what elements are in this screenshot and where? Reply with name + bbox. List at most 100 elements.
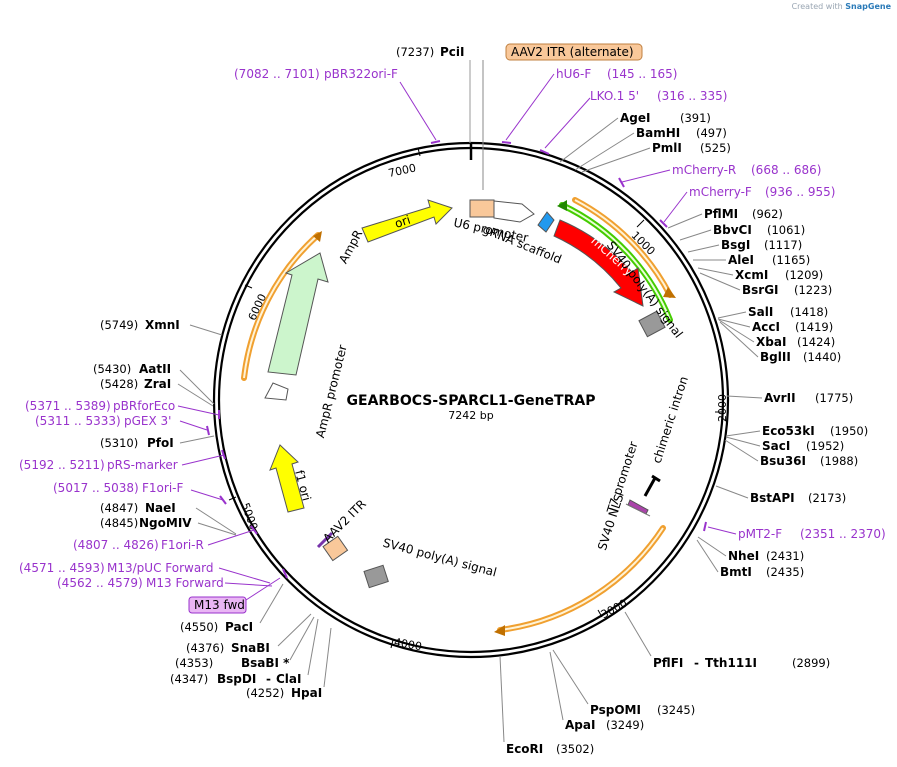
primer-mark [219, 495, 227, 505]
pos-pcii: (7237) [396, 45, 434, 59]
enzyme-avrii: AvrII [764, 391, 796, 405]
green-arc-core [561, 204, 671, 321]
enzyme-bmti: BmtI [720, 565, 752, 579]
snapgene-brand: SnapGene [845, 2, 891, 11]
primer-range: (145 .. 165) [607, 67, 677, 81]
enzyme-hpai: HpaI [291, 686, 322, 700]
primer-mark [221, 449, 226, 460]
primer-leaders-m13 [218, 567, 273, 587]
f1-ori-feature [269, 444, 305, 513]
primer-range: (5017 .. 5038) [53, 481, 139, 495]
pos-bmti: (2435) [766, 565, 804, 579]
enzymes-left: (5749) XmnI (5430) AatII (5428) ZraI (53… [19, 318, 288, 590]
enzyme-bsrgi: BsrGI [742, 283, 779, 297]
enzyme-pmli: PmlI [652, 141, 682, 155]
enzyme-bstapi: BstAPI [750, 491, 795, 505]
enzyme-dash: - [694, 656, 699, 670]
enzyme-snabi: SnaBI [231, 641, 270, 655]
sv40-polya-feature-1 [638, 310, 666, 338]
pos-pspomi: (3245) [657, 703, 695, 717]
hpai-leader [323, 627, 332, 688]
primer-leader [181, 454, 225, 466]
primer-range: (2351 .. 2370) [800, 527, 886, 541]
pos-bstapi: (2173) [808, 491, 846, 505]
aatii-leaders [177, 369, 215, 407]
pos-agei: (391) [680, 111, 711, 125]
pos-bspdi: (4347) [170, 672, 208, 686]
avrii-leader [726, 395, 763, 399]
credit-prefix: Created with [791, 2, 843, 11]
pos-pmli: (525) [700, 141, 731, 155]
enzyme-bbvci: BbvCI [713, 223, 752, 237]
pos-bsrgi: (1223) [794, 283, 832, 297]
primer-name: pGEX 3' [124, 414, 171, 428]
primer-leader [621, 169, 671, 183]
enzyme-bglii: BglII [760, 350, 791, 364]
primer-name: pRS-marker [107, 458, 178, 472]
primer-mark [659, 219, 668, 228]
pfoi-leader [179, 435, 215, 444]
orange-arc-bottom-head [494, 625, 505, 636]
pos-bsu36i: (1988) [820, 454, 858, 468]
pos-eco53ki: (1950) [830, 424, 868, 438]
m13-fwd-label: M13 fwd [194, 598, 245, 612]
enzymes-right: AgeI (391) BamHI (497) PmlI (525) PflMI … [559, 111, 886, 670]
green-arc-head [557, 200, 567, 211]
tick-mark [636, 219, 645, 228]
bstapi-leader [715, 485, 749, 499]
primer-leader [544, 97, 591, 149]
pos-zrai: (5428) [100, 377, 138, 391]
ori-label: ori [393, 213, 412, 231]
orange-arc-left-core [243, 234, 319, 379]
enzyme-pflmi: PflMI [704, 207, 738, 221]
pos-bsabi: (4353) [175, 656, 213, 670]
primer-name: pBRforEco [113, 399, 175, 413]
pos-avrii: (1775) [815, 391, 853, 405]
pos-nhei: (2431) [766, 549, 804, 563]
primer-name: mCherry-F [689, 185, 752, 199]
primer-leader [190, 489, 224, 501]
tick-mark [417, 147, 421, 157]
enzyme-ngomiv: NgoMIV [139, 516, 192, 530]
ampr-promoter-feature [264, 382, 289, 401]
orange-arc-mcherry-core [574, 199, 671, 296]
primer-name: hU6-F [556, 67, 591, 81]
enzyme-leaders-bottom-right [549, 649, 589, 721]
plasmid-length: 7242 bp [448, 409, 493, 422]
enzyme-eco53ki: Eco53kI [762, 424, 815, 438]
enzyme-bsabi: BsaBI * [241, 656, 290, 670]
enzyme-leaders-upper-right [667, 213, 741, 291]
primer-name: pMT2-F [738, 527, 782, 541]
pos-pfoi: (5310) [100, 436, 138, 450]
snapgene-credit: Created with SnapGene [792, 2, 891, 11]
enzyme-dash-2: - [266, 672, 271, 686]
mcherry-feature [553, 219, 644, 307]
primer-mark [250, 525, 258, 535]
primer-mark [430, 140, 441, 144]
primer-leader [207, 529, 255, 546]
aav2-itr-feature [322, 535, 349, 562]
m13-fwd-box [188, 596, 247, 614]
primer-name: pBR322ori-F [324, 67, 398, 81]
pos-hpai: (4252) [246, 686, 284, 700]
sv40-nls-label: SV40 NLS [595, 492, 626, 552]
primer-range: (316 .. 335) [657, 89, 727, 103]
primer-mark [282, 568, 288, 579]
pos-xbai: (1424) [797, 335, 835, 349]
ampr-feature [267, 252, 329, 376]
enzyme-tth111i: Tth111I [705, 656, 757, 670]
orange-arc-bottom-core [499, 527, 664, 631]
primer-name: LKO.1 5' [590, 89, 639, 103]
tick-mark [228, 496, 237, 501]
pos-naei: (4847) [100, 501, 138, 515]
tick-mark [597, 609, 603, 618]
enzyme-clai: ClaI [276, 672, 301, 686]
enzyme-ecori: EcoRI [506, 742, 543, 756]
pos-bglii: (1440) [803, 350, 841, 364]
itr-alt-box [505, 43, 643, 61]
primers-top: (7082 .. 7101) pBR322ori-F hU6-F (145 ..… [234, 67, 835, 228]
aav2-itr-label: AAV2 ITR [320, 497, 369, 546]
primer-mark [703, 521, 707, 532]
primer-leader [399, 81, 437, 141]
